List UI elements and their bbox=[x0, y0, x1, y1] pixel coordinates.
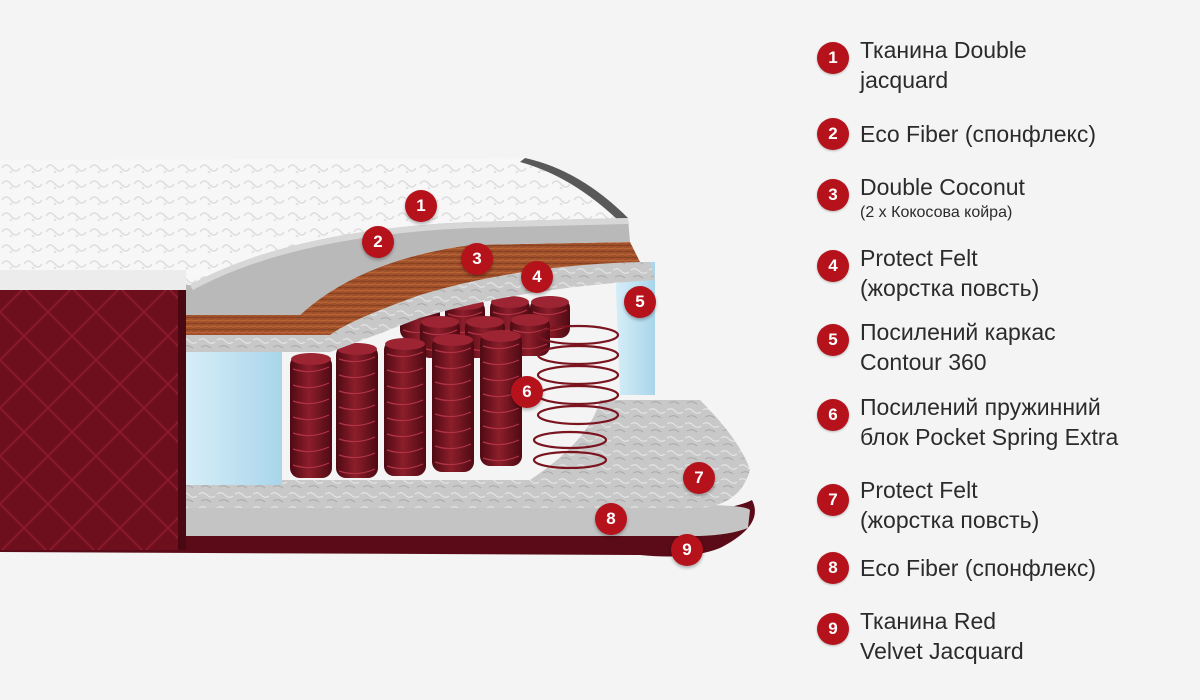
mattress-cross-section-illustration bbox=[0, 158, 755, 557]
marker-9: 9 bbox=[671, 534, 703, 566]
pocket-spring bbox=[384, 338, 426, 476]
legend-label: Protect Felt (жорстка повсть) bbox=[860, 477, 1040, 533]
marker-7: 7 bbox=[683, 462, 715, 494]
legend-badge: 6 bbox=[817, 399, 849, 431]
legend-label: Посилений пружинний блок Pocket Spring E… bbox=[860, 394, 1119, 450]
jacquard-top-cover bbox=[0, 158, 628, 285]
legend-badge: 5 bbox=[817, 324, 849, 356]
contour-foam-left bbox=[186, 350, 282, 485]
legend-label: Eco Fiber (спонфлекс) bbox=[860, 121, 1097, 147]
felt-bottom-layer bbox=[186, 400, 750, 508]
legend-label: Посилений каркас Contour 360 bbox=[860, 319, 1056, 375]
legend-label: Protect Felt (жорстка повсть) bbox=[860, 245, 1040, 301]
legend-label: Eco Fiber (спонфлекс) bbox=[860, 555, 1097, 581]
eco-fiber-top-layer bbox=[186, 218, 630, 315]
pocket-spring bbox=[290, 353, 332, 478]
pocket-spring bbox=[336, 343, 378, 478]
legend-label: Тканина Double jacquard bbox=[860, 37, 1027, 93]
marker-5: 5 bbox=[624, 286, 656, 318]
legend-badge: 2 bbox=[817, 118, 849, 150]
legend-label: Тканина Red Velvet Jacquard bbox=[860, 608, 1024, 664]
legend-badge: 3 bbox=[817, 179, 849, 211]
marker-8: 8 bbox=[595, 503, 627, 535]
legend-badge: 9 bbox=[817, 613, 849, 645]
eco-fiber-bottom-layer bbox=[186, 505, 750, 536]
marker-6: 6 bbox=[511, 376, 543, 408]
marker-1: 1 bbox=[405, 190, 437, 222]
marker-2: 2 bbox=[362, 226, 394, 258]
legend-badge: 8 bbox=[817, 552, 849, 584]
legend-label: Double Coconut (2 х Кокосова койра) bbox=[860, 174, 1025, 221]
pocket-springs-block bbox=[290, 296, 570, 478]
pocket-spring bbox=[480, 330, 522, 466]
open-spring-coils bbox=[532, 324, 620, 470]
legend-badge: 7 bbox=[817, 484, 849, 516]
velvet-quilted-side bbox=[0, 285, 186, 550]
marker-4: 4 bbox=[521, 261, 553, 293]
legend-badge: 4 bbox=[817, 250, 849, 282]
marker-3: 3 bbox=[461, 243, 493, 275]
legend-badge: 1 bbox=[817, 42, 849, 74]
pocket-spring bbox=[432, 334, 474, 472]
